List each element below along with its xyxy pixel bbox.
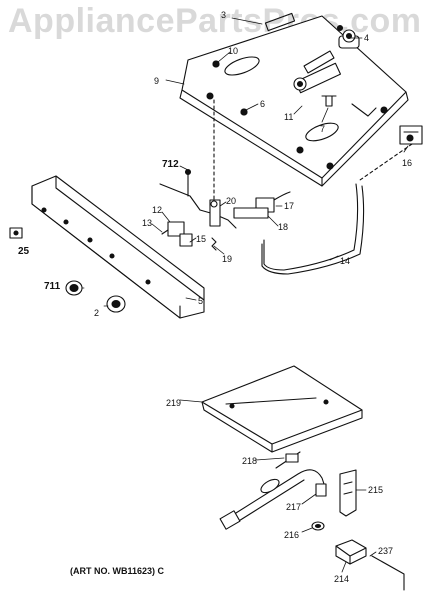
part-label-14: 14 — [340, 256, 351, 266]
gas-valve-assembly — [159, 183, 237, 247]
control-knob-bezel — [106, 295, 126, 313]
part-label-219: 219 — [166, 398, 182, 408]
part-label-25: 25 — [18, 246, 30, 257]
part-label-10: 10 — [228, 46, 239, 56]
lead-wire — [371, 555, 405, 591]
part-label-2: 2 — [94, 308, 100, 318]
burner-tube — [261, 183, 365, 275]
broil-valve — [335, 539, 367, 565]
part-label-237: 237 — [378, 546, 394, 556]
igniter-switch — [233, 191, 291, 219]
broil-bracket — [339, 469, 357, 517]
control-knob — [65, 280, 83, 296]
burner-valve-bracket — [293, 62, 342, 94]
part-label-15: 15 — [196, 234, 207, 244]
part-label-218: 218 — [242, 456, 258, 466]
part-label-3: 3 — [221, 10, 227, 20]
part-label-11: 11 — [284, 112, 294, 122]
burner-box-assembly — [179, 12, 409, 187]
part-label-5: 5 — [198, 296, 204, 306]
broil-screws — [311, 483, 327, 531]
screw-712 — [184, 168, 192, 185]
part-label-13: 13 — [142, 218, 153, 228]
part-label-7: 7 — [320, 124, 326, 134]
part-label-712: 712 — [162, 159, 179, 170]
art-number-caption: (ART NO. WB11623) C — [70, 566, 165, 576]
part-label-217: 217 — [286, 502, 302, 512]
part-label-20: 20 — [226, 196, 237, 206]
part-label-16: 16 — [402, 158, 413, 168]
part-label-6: 6 — [260, 99, 266, 109]
part-label-17: 17 — [284, 201, 295, 211]
mounting-bracket — [9, 227, 23, 239]
broiler-shield — [201, 365, 363, 453]
orifice-hood — [321, 95, 337, 107]
screw-10 — [212, 60, 220, 68]
part-label-214: 214 — [334, 574, 350, 584]
spring-clip — [211, 237, 217, 251]
part-label-216: 216 — [284, 530, 300, 540]
thermostat-switch — [399, 125, 423, 145]
part-label-4: 4 — [364, 33, 370, 43]
part-label-215: 215 — [368, 485, 384, 495]
leader-lines — [81, 17, 409, 573]
part-label-711: 711 — [44, 281, 61, 292]
broil-burner-tube — [219, 469, 327, 530]
control-panel — [31, 175, 205, 319]
broil-orifice — [275, 451, 301, 469]
part-label-9: 9 — [154, 76, 160, 86]
screw-6 — [240, 108, 248, 116]
part-label-19: 19 — [222, 254, 233, 264]
ignitor-head — [338, 29, 360, 49]
part-label-12: 12 — [152, 205, 163, 215]
part-label-18: 18 — [278, 222, 289, 232]
